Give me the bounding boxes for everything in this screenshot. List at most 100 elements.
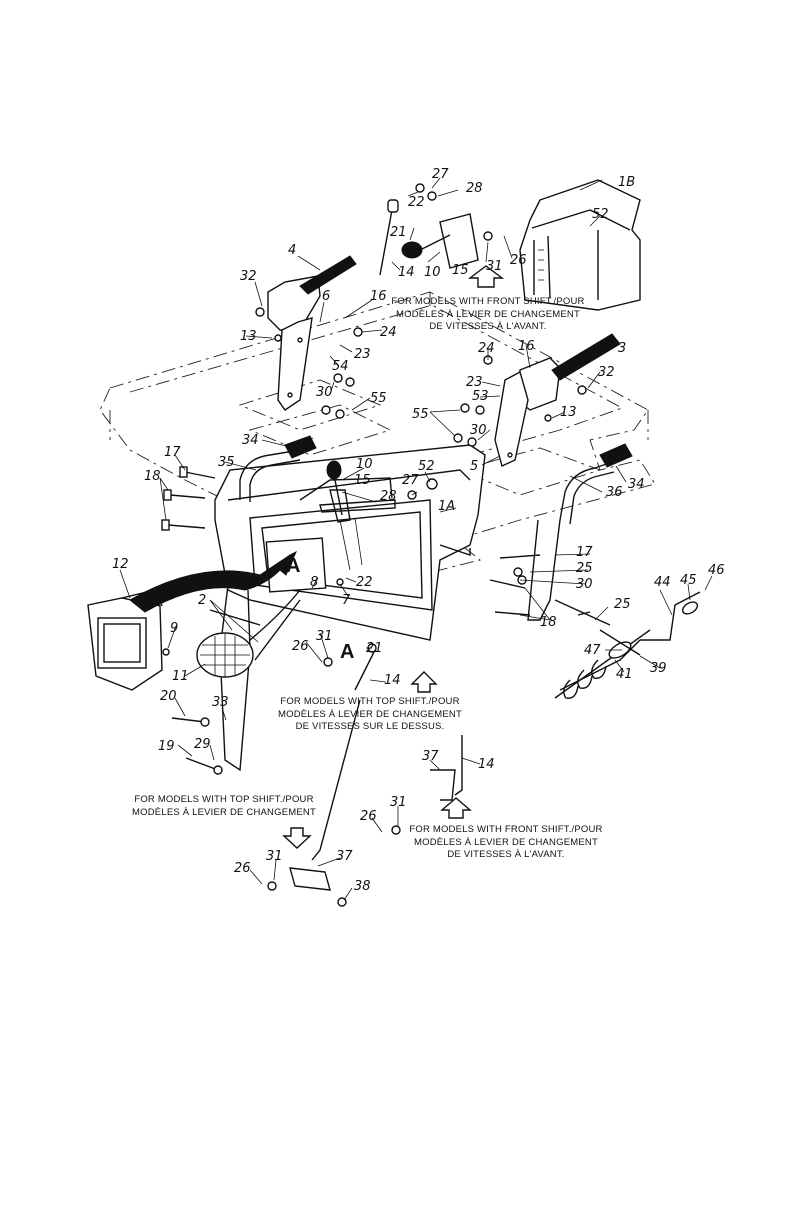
part-label: 31 [266,849,283,864]
hardware-fasteners [161,183,587,907]
part-label: 10 [356,457,373,472]
part-label: 20 [160,689,177,704]
part-label: 46 [708,563,725,578]
part-label: 28 [380,489,397,504]
part-label: 26 [510,253,527,268]
part-label: 25 [614,597,631,612]
note-top-shift-middle: FOR MODELS WITH TOP SHIFT./POUR MODÈLES … [270,696,470,734]
part-label: 39 [650,661,667,676]
right-handle [527,443,633,621]
part-label: 2 [198,593,206,608]
part-number-labels: 27 28 22 1B 52 21 14 10 15 31 26 4 32 6 … [112,167,725,894]
part-label: 26 [292,639,309,654]
auger-drive-assembly [554,591,701,699]
part-label: 52 [418,459,435,474]
left-control-lever [267,255,357,411]
note-line: DE VITESSES À L'AVANT. [429,321,547,332]
part-label: 30 [316,385,333,400]
part-label: 3 [618,341,626,356]
part-label: 13 [240,329,257,344]
callout-a-secondary: A [340,641,354,663]
part-label: 23 [466,375,483,390]
part-label: 54 [332,359,349,374]
part-label: 12 [112,557,129,572]
part-label: 11 [172,669,189,684]
center-shift-lever [326,460,351,523]
part-label: 16 [518,339,535,354]
part-label: 34 [628,477,645,492]
front-shift-lever [379,199,479,276]
leader-lines [119,177,713,901]
callout-a-primary: A [286,555,300,577]
part-label: 22 [408,195,425,210]
part-label: 37 [336,849,353,864]
part-label: 38 [354,879,371,894]
part-label: 13 [560,405,577,420]
part-label: 1B [618,175,635,190]
assembly-arrow [129,550,298,613]
part-label: 5 [470,459,478,474]
part-label: 27 [432,167,449,182]
part-label: 27 [402,473,419,488]
part-label: 21 [390,225,407,240]
part-label: 30 [576,577,593,592]
part-label: 21 [366,641,383,656]
note-line: FOR MODELS WITH FRONT SHIFT./POUR [409,824,603,835]
note-line: DE VITESSES SUR LE DESSUS. [295,721,445,732]
part-label: 10 [424,265,441,280]
note-line: MODÈLES À LEVIER DE CHANGEMENT [132,806,316,818]
headlight-housing [87,589,163,691]
front-shift-cover [519,179,641,311]
part-label: 17 [576,545,593,560]
part-label: 15 [354,473,371,488]
note-front-shift-lower: FOR MODELS WITH FRONT SHIFT./POUR MODÈLE… [406,824,606,862]
part-label: 26 [360,809,377,824]
part-label: 55 [412,407,429,422]
part-label: 24 [478,341,495,356]
part-label: 14 [384,673,401,688]
part-label: 37 [422,749,439,764]
part-label: 55 [370,391,387,406]
part-label: 19 [158,739,175,754]
part-label: 15 [452,263,469,278]
part-label: 33 [212,695,229,710]
part-label: 41 [616,667,633,682]
note-line: FOR MODELS WITH TOP SHIFT./POUR [280,696,460,707]
part-label: 14 [398,265,415,280]
part-label: 16 [370,289,387,304]
part-label: 8 [310,575,318,590]
headlight-lamp [196,632,254,678]
note-line: MODÈLES À LEVIER DE CHANGEMENT [396,308,580,320]
right-control-lever [494,333,621,467]
part-label: 32 [598,365,615,380]
part-label: 18 [144,469,161,484]
part-label: 52 [592,207,609,222]
part-label: 17 [164,445,181,460]
outline-arrows [282,265,505,849]
part-label: 35 [218,455,235,470]
part-label: 4 [288,243,296,258]
part-label: 18 [540,615,557,630]
part-label: 14 [478,757,495,772]
part-label: 45 [680,573,697,588]
note-line: FOR MODELS WITH TOP SHIFT./POUR [134,794,314,805]
part-label: 7 [342,593,351,608]
part-label: 53 [472,389,489,404]
note-line: MODÈLES À LEVIER DE CHANGEMENT [414,836,598,848]
part-label: 32 [240,269,257,284]
part-label: 6 [322,289,330,304]
part-label: 34 [242,433,259,448]
part-label: 47 [584,643,601,658]
part-label: 31 [486,259,503,274]
note-line: FOR MODELS WITH FRONT SHIFT./POUR [391,296,585,307]
part-label: 26 [234,861,251,876]
dashboard-panel [214,444,486,641]
part-label: 1A [438,499,455,514]
part-label: 23 [354,347,371,362]
part-label: 30 [470,423,487,438]
wiring-harness [209,589,301,661]
note-top-shift-lower: FOR MODELS WITH TOP SHIFT./POUR MODÈLES … [124,794,324,819]
note-line: MODÈLES À LEVIER DE CHANGEMENT [278,708,462,720]
